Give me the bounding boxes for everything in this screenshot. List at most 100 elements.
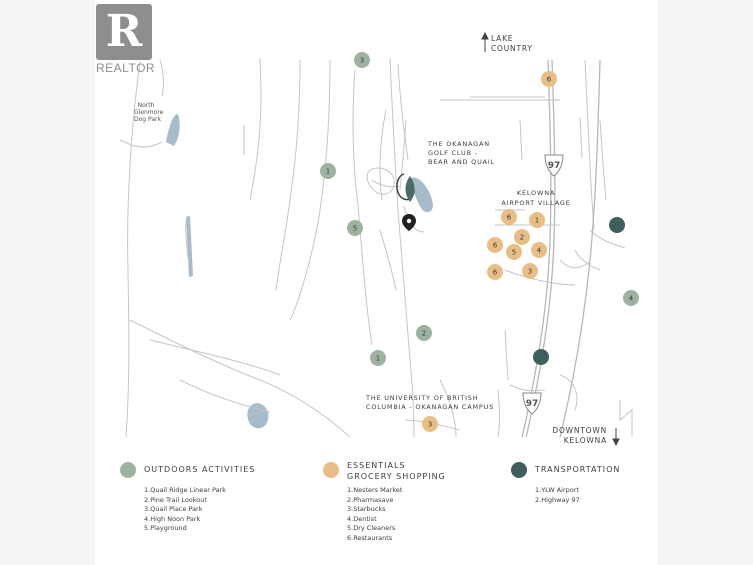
marker-number: 1 xyxy=(376,355,380,363)
outdoors-color-swatch xyxy=(120,462,136,478)
marker-circle xyxy=(422,416,438,432)
marker-outdoors-1[interactable]: 1 xyxy=(370,350,386,366)
marker-essentials-5[interactable]: 5 xyxy=(506,244,522,260)
lake-golf xyxy=(411,177,433,213)
marker-essentials-3[interactable]: 3 xyxy=(522,263,538,279)
highway-97-road xyxy=(521,59,601,438)
label-ubc-okanagan: THE UNIVERSITY OF BRITISH COLUMBIA - OKA… xyxy=(366,394,495,412)
legend-item: 4.Dentist xyxy=(347,514,377,523)
road-glenmore xyxy=(125,61,141,438)
marker-number: 6 xyxy=(507,214,512,222)
marker-circle xyxy=(623,290,639,306)
transportation-color-swatch xyxy=(511,462,527,478)
marker-outdoors-2[interactable]: 2 xyxy=(416,325,432,341)
marker-circle xyxy=(609,217,625,233)
marker-circle xyxy=(533,349,549,365)
realtor-logo-text: REALTOR xyxy=(96,61,156,75)
marker-number: 2 xyxy=(422,330,426,338)
marker-circle xyxy=(501,209,517,225)
marker-essentials-2[interactable]: 2 xyxy=(514,229,530,245)
label-line: Glenmore xyxy=(134,109,164,116)
legend-title-line: TRANSPORTATION xyxy=(535,465,621,474)
marker-number: 5 xyxy=(512,249,516,257)
highway-97-label: 97 xyxy=(526,399,539,409)
label-line: DOWNTOWN xyxy=(552,426,607,435)
marker-outdoors-1[interactable]: 1 xyxy=(320,163,336,179)
road-network xyxy=(119,57,633,438)
label-line: Dog Park xyxy=(134,116,161,123)
marker-outdoors-3[interactable]: 3 xyxy=(354,52,370,68)
property-logo-leaf xyxy=(405,176,415,202)
marker-number: 2 xyxy=(520,234,524,242)
marker-essentials-1[interactable]: 1 xyxy=(529,212,545,228)
legend-title-line: ESSENTIALS xyxy=(347,461,406,470)
legend-item: 2.Pharmasave xyxy=(347,495,394,504)
essentials-color-swatch xyxy=(323,462,339,478)
lake-dog-park xyxy=(166,114,180,146)
marker-circle xyxy=(541,71,557,87)
marker-number: 3 xyxy=(360,57,364,65)
realtor-logo: R REALTOR xyxy=(96,4,156,75)
property-location[interactable] xyxy=(396,173,416,231)
legend-item: 5.Playground xyxy=(144,524,187,532)
marker-essentials-6[interactable]: 6 xyxy=(541,71,557,87)
legend-title-line: OUTDOORS ACTIVITIES xyxy=(144,465,256,474)
legend-list: 1.Nesters Market 2.Pharmasave 3.Starbuck… xyxy=(347,486,402,543)
legend-item: 4.High Noon Park xyxy=(144,514,201,523)
marker-circle xyxy=(506,244,522,260)
label-line: GOLF CLUB - xyxy=(428,149,478,157)
label-airport-village: KELOWNA AIRPORT VILLAGE xyxy=(500,188,572,208)
legend-item: 5.Dry Cleaners xyxy=(347,524,396,532)
marker-number: 4 xyxy=(537,247,542,255)
lake-south xyxy=(247,403,269,429)
label-lake-country: LAKE COUNTRY xyxy=(491,34,533,54)
legend-list: 1.Quail Ridge Linear Park 2.Pine Trail L… xyxy=(144,486,226,534)
marker-transportation[interactable] xyxy=(609,217,625,233)
label-line: LAKE xyxy=(491,34,514,43)
label-line: COLUMBIA - OKANAGAN CAMPUS xyxy=(366,403,495,411)
legend-item: 1.YLW Airport xyxy=(535,486,579,494)
legend-item: 1.Quail Ridge Linear Park xyxy=(144,486,227,494)
legend-title: OUTDOORS ACTIVITIES xyxy=(144,464,255,475)
marker-essentials-6[interactable]: 6 xyxy=(487,264,503,280)
marker-transportation[interactable] xyxy=(533,349,549,365)
marker-circle xyxy=(487,237,503,253)
marker-number: 1 xyxy=(326,168,330,176)
label-line: THE OKANAGAN xyxy=(428,140,490,148)
marker-essentials-6[interactable]: 6 xyxy=(501,209,517,225)
legend-list: 1.YLW Airport 2.Highway 97 xyxy=(535,486,580,505)
marker-circle xyxy=(522,263,538,279)
marker-outdoors-5[interactable]: 5 xyxy=(347,220,363,236)
marker-number: 1 xyxy=(535,217,539,225)
marker-circle xyxy=(529,212,545,228)
legend-item: 3.Quail Place Park xyxy=(144,505,203,513)
realtor-logo-mark: R xyxy=(96,4,152,60)
marker-number: 4 xyxy=(629,295,634,303)
label-line: KELOWNA xyxy=(516,189,556,197)
label-line: BEAR AND QUAIL xyxy=(428,158,496,166)
legend-item: 3.Starbucks xyxy=(347,505,386,513)
marker-number: 3 xyxy=(528,268,532,276)
legend-item: 2.Pine Trail Lookout xyxy=(144,495,207,504)
marker-essentials-6[interactable]: 6 xyxy=(487,237,503,253)
label-golf-club: THE OKANAGAN GOLF CLUB - BEAR AND QUAIL xyxy=(428,140,495,167)
marker-essentials-4[interactable]: 4 xyxy=(531,242,547,258)
direction-arrows xyxy=(481,31,620,447)
marker-outdoors-4[interactable]: 4 xyxy=(623,290,639,306)
marker-number: 6 xyxy=(493,269,498,277)
highway-97-label: 97 xyxy=(548,161,561,171)
marker-circle xyxy=(514,229,530,245)
marker-circle xyxy=(320,163,336,179)
legend-title: TRANSPORTATION xyxy=(535,464,620,475)
marker-essentials-3[interactable]: 3 xyxy=(422,416,438,432)
legend-item: 2.Highway 97 xyxy=(535,495,580,504)
marker-circle xyxy=(347,220,363,236)
legend-item: 6.Restaurants xyxy=(347,533,393,542)
marker-number: 6 xyxy=(493,242,498,250)
marker-circle xyxy=(354,52,370,68)
marker-circle xyxy=(416,325,432,341)
map-sheet xyxy=(95,0,658,565)
marker-number: 6 xyxy=(547,76,552,84)
